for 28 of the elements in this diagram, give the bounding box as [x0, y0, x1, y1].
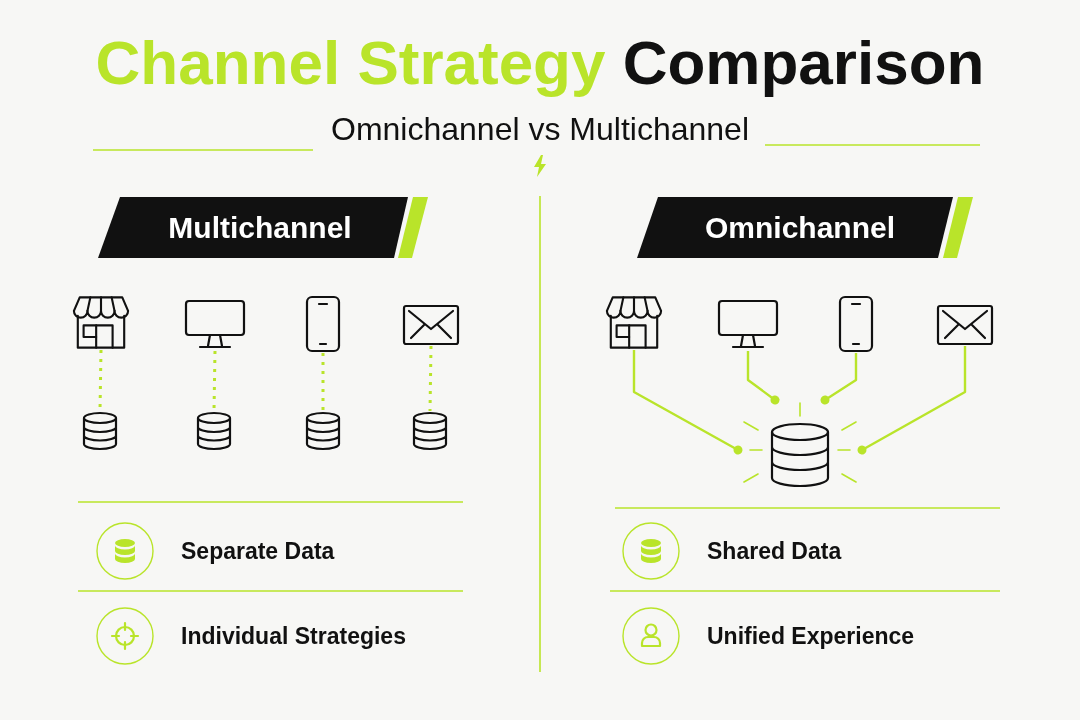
database-icon — [81, 411, 119, 451]
section-banner — [635, 197, 975, 258]
dotted-connector — [321, 353, 325, 411]
connector-line — [746, 351, 780, 405]
feature-label: Shared Data — [707, 537, 842, 565]
store-icon — [605, 295, 663, 350]
smartphone-icon — [305, 295, 341, 353]
banner-title: Omnichannel — [705, 210, 895, 245]
monitor-icon — [717, 299, 779, 351]
title: Channel Strategy Comparison — [95, 30, 985, 96]
envelope-icon — [402, 304, 460, 346]
database-icon — [411, 411, 449, 451]
store-icon — [72, 295, 130, 350]
dotted-connector — [428, 345, 433, 412]
database-icon — [304, 411, 342, 451]
feature-label: Individual Strategies — [181, 622, 406, 650]
monitor-icon — [184, 299, 246, 351]
subtitle: Omnichannel vs Multichannel — [331, 111, 749, 147]
smartphone-icon — [838, 295, 874, 353]
feature-label: Unified Experience — [707, 622, 915, 650]
feature-label: Separate Data — [181, 537, 335, 565]
section-banner — [96, 197, 430, 258]
database-icon — [195, 411, 233, 451]
banner-title: Multichannel — [168, 210, 352, 245]
envelope-icon — [936, 304, 994, 346]
connector-line — [632, 350, 743, 455]
connector-line — [857, 346, 967, 455]
connector-line — [820, 353, 858, 405]
